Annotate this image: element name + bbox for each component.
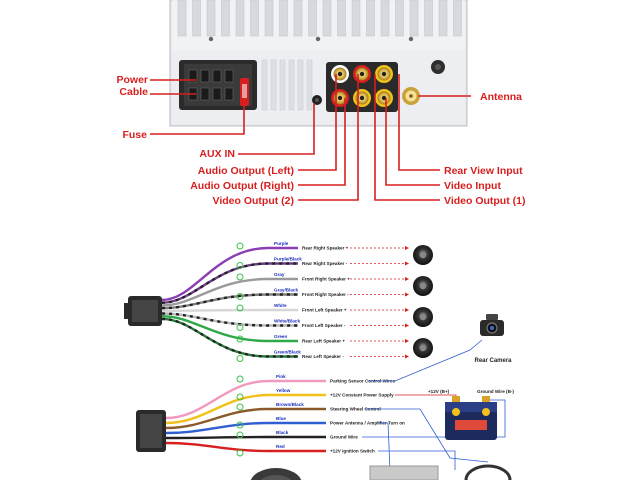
power-harness-connector [136,410,166,452]
battery-icon [445,396,497,440]
power-wire-color-label: Blue [276,416,286,421]
audio-output-left-label: Audio Output (Left) [198,165,294,177]
fuse-label: Fuse [122,129,147,141]
battery-positive-label: +12V (B+) [428,389,450,394]
heat-sink-fins [177,0,462,37]
bottom-devices [250,464,512,480]
power-wire [165,435,326,440]
speaker-icon [413,307,433,327]
rca-jack-icon [331,89,349,107]
video-output-1-label: Video Output (1) [444,195,525,207]
speaker-wire-color-label: Purple [274,241,289,246]
speaker-wire [161,277,298,307]
video-input-label: Video Input [444,180,501,192]
power-wire-color-label: Red [276,444,285,449]
speaker-wire-color-label: Green [274,334,287,339]
power-wire-color-label: Yellow [276,388,291,393]
speaker-icon [413,245,433,265]
callout-lines [150,74,471,201]
rca-jack-icon [331,65,349,83]
power-cable-label: Power [116,74,148,86]
power-wire [165,393,326,425]
speaker-wire [161,246,298,302]
video-output-2-label: Video Output (2) [213,195,294,207]
power-wire-function-label: Ground Wire [330,435,358,440]
battery-ground-label: Ground Wire (B-) [477,389,514,394]
power-wire [165,407,326,430]
rca-jack-icon [375,65,393,83]
power-wire-function-label: +12V Ignition Switch [330,449,375,454]
head-unit-rear-panel [169,0,468,127]
speaker-wire-color-label: Purple/Black [274,257,302,262]
speaker-wire-function-label: Rear Left Speaker - [302,354,344,359]
power-wire-function-label: Parking Sensor Control Wires [330,379,395,384]
speaker-wires [161,242,298,362]
speaker-wire-function-label: Front Right Speaker + [302,277,350,282]
speaker-wire-color-label: Gray/Black [274,288,298,293]
rear-camera-label: Rear Camera [474,358,512,364]
speaker-wire [161,315,298,343]
power-wire [165,421,326,435]
speaker-wire [161,308,298,312]
rca-block [326,62,398,112]
power-wire-function-label: +12V Constant Power Supply [330,393,394,398]
audio-output-right-label: Audio Output (Right) [190,180,294,192]
power-wires [165,375,326,457]
power-wire-function-label: Steering Wheel Control [330,407,381,412]
fuse-icon [240,78,249,106]
speaker-wire-function-label: Front Left Speaker + [302,308,347,313]
power-wire [165,441,326,453]
speaker-harness-connector [124,296,162,326]
speaker-wire-function-label: Rear Right Speaker - [302,261,348,266]
speaker-wire [161,262,298,304]
speaker-wire-color-label: Green/Black [274,350,301,355]
power-wire-color-label: Pink [276,374,286,379]
rear-view-input-label: Rear View Input [444,165,523,177]
power-wire-color-label: Brown/Black [276,402,304,407]
rca-jack-icon [353,65,371,83]
power-wire [165,379,326,420]
speaker-wire-function-label: Front Right Speaker - [302,292,349,297]
antenna-label: Antenna [480,91,522,103]
speaker-wire-color-label: Gray [274,272,285,277]
power-cable-label-line2: Cable [119,86,148,98]
power-wire-color-label: Black [276,430,289,435]
rca-jack-icon [353,89,371,107]
speaker-wire-function-label: Front Left Speaker - [302,323,346,328]
aux-in-label: AUX IN [199,148,235,160]
power-wire-function-label: Power Antenna / Amplifier Turn on [330,421,405,426]
speaker-icon [413,338,433,358]
speaker-wire-function-label: Rear Right Speaker + [302,246,349,251]
rear-camera-icon [480,314,504,336]
speaker-wire-color-label: White/Black [274,319,300,324]
device-connection-lines [362,339,506,471]
rca-jack-icon [375,89,393,107]
speaker-icon [413,276,433,296]
speaker-wire-color-label: White [274,303,287,308]
antenna-socket-icon [402,87,420,105]
speaker-wire-function-label: Rear Left Speaker + [302,339,345,344]
